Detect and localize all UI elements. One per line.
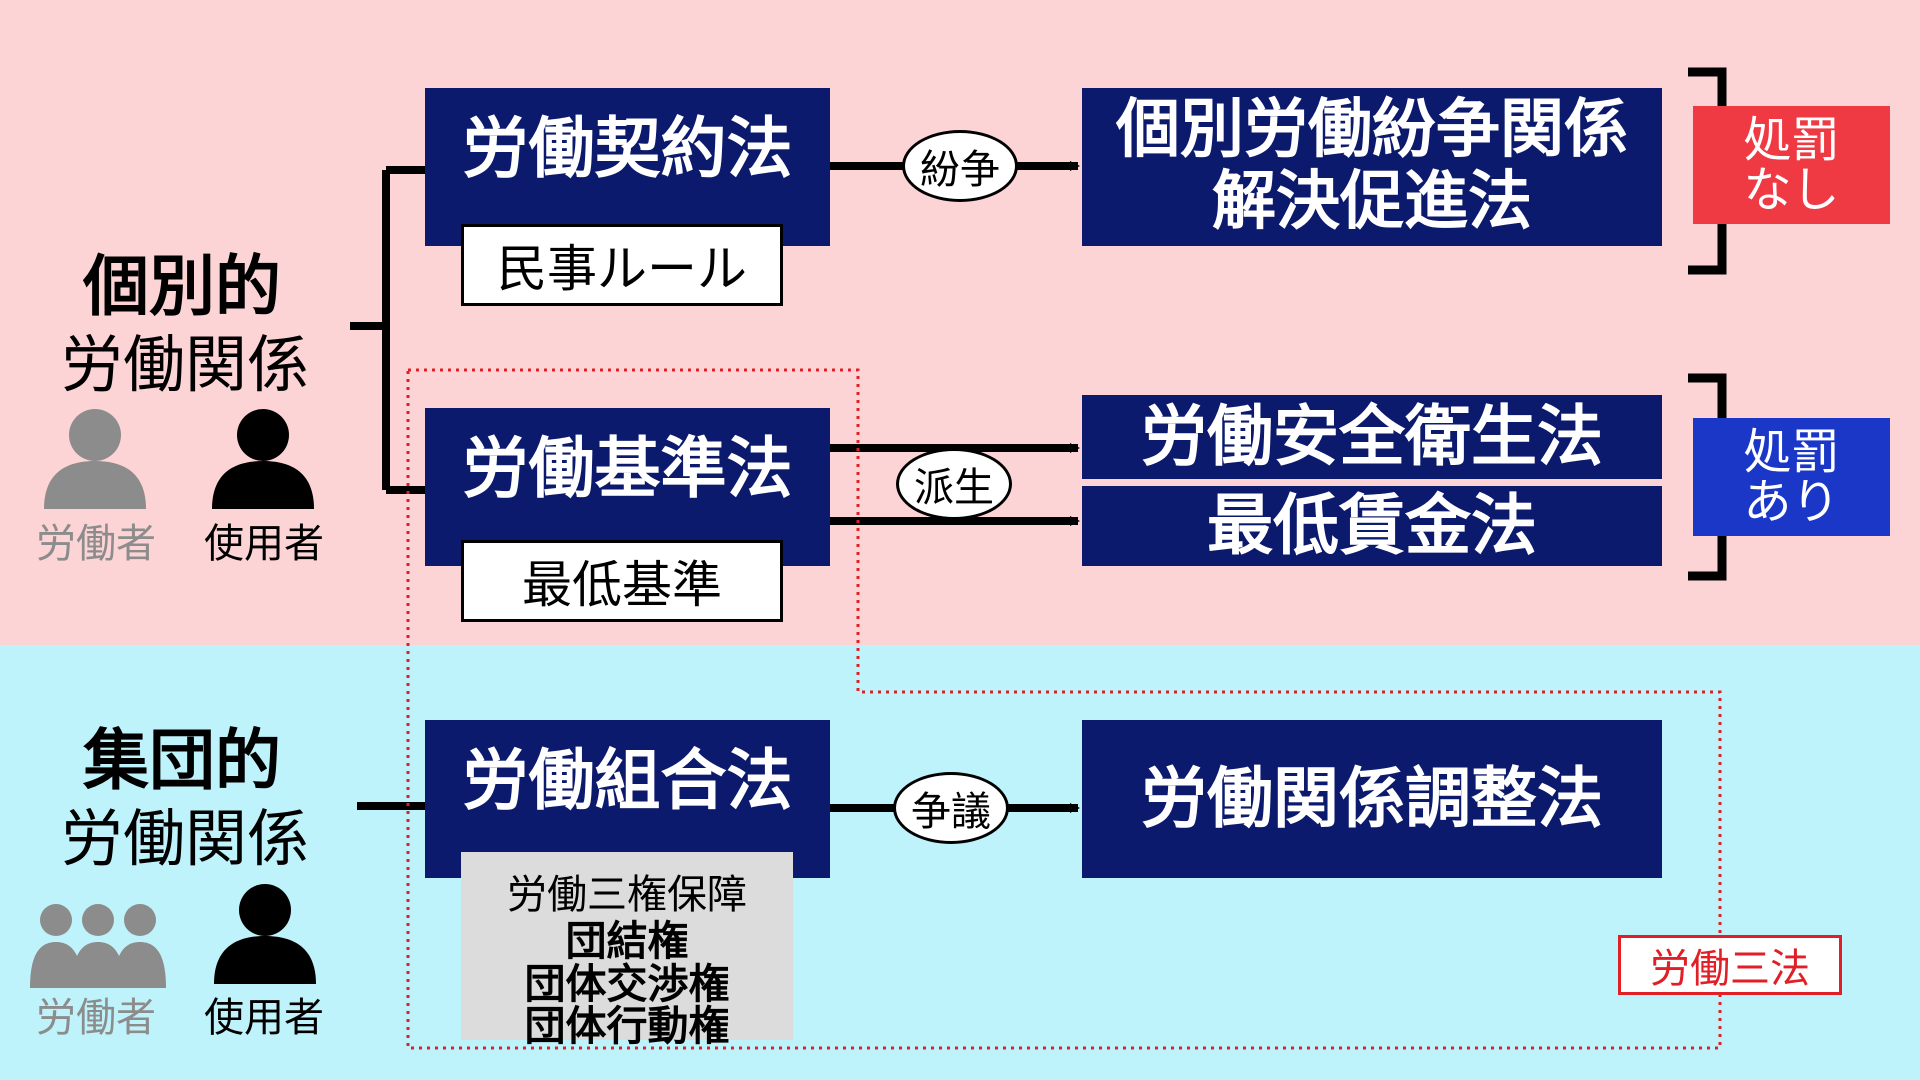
labor-relations-adjustment-act-box: 労働関係調整法 (1082, 720, 1662, 878)
individual-subtitle: 労働関係 (60, 328, 309, 401)
three-labor-laws-label: 労働三法 (1618, 935, 1842, 995)
civil-rules-label: 民事ルール (461, 224, 783, 306)
dispute-resolution-line1: 個別労働紛争関係 (1116, 93, 1628, 168)
minimum-wage-act-box: 最低賃金法 (1082, 486, 1662, 566)
worker-person-icon (42, 405, 148, 511)
labor-standards-act-box: 労働基準法 (425, 408, 830, 566)
labor-contract-act-box: 労働契約法 (425, 88, 830, 246)
derived-connector-label: 派生 (896, 448, 1012, 520)
individual-employer-label: 使用者 (204, 521, 324, 567)
collective-worker-label: 労働者 (36, 995, 156, 1041)
dispute-resolution-act-box: 個別労働紛争関係 解決促進法 (1082, 88, 1662, 246)
dispute-resolution-line2: 解決促進法 (1212, 165, 1532, 239)
penalty-exists-line1: 処罰 (1743, 423, 1840, 480)
individual-title: 個別的 (83, 248, 281, 325)
employer-person-icon (210, 405, 316, 511)
no-penalty-line1: 処罰 (1743, 111, 1840, 168)
worker-group-icon (30, 902, 166, 988)
individual-worker-label: 労働者 (36, 521, 156, 567)
penalty-exists-line2: あり (1743, 474, 1840, 530)
right-collective-action: 団体行動権 (524, 1002, 730, 1051)
industrial-safety-act-box: 労働安全衛生法 (1082, 395, 1662, 479)
collective-title: 集団的 (83, 722, 281, 799)
minimum-standards-label: 最低基準 (461, 540, 783, 622)
individual-branch-line (350, 166, 425, 494)
three-labor-laws-outline (406, 368, 1722, 1050)
dispute-connector-label: 紛争 (902, 130, 1018, 202)
penalty-exists-box: 処罰 あり (1693, 418, 1890, 536)
collective-employer-label: 使用者 (204, 995, 324, 1041)
rights-caption: 労働三権保障 (507, 872, 747, 918)
three-labor-rights-box: 労働三権保障 団結権 団体交渉権 団体行動権 (461, 852, 793, 1047)
no-penalty-box: 処罰 なし (1693, 106, 1890, 224)
labor-union-act-box: 労働組合法 (425, 720, 830, 878)
conflict-connector-label: 争議 (893, 772, 1009, 844)
right-bargain: 団体交渉権 (524, 959, 730, 1008)
no-penalty-line2: なし (1743, 162, 1840, 218)
collective-subtitle: 労働関係 (60, 802, 309, 875)
right-organize: 団結権 (565, 917, 689, 965)
collective-employer-person-icon (212, 880, 318, 986)
